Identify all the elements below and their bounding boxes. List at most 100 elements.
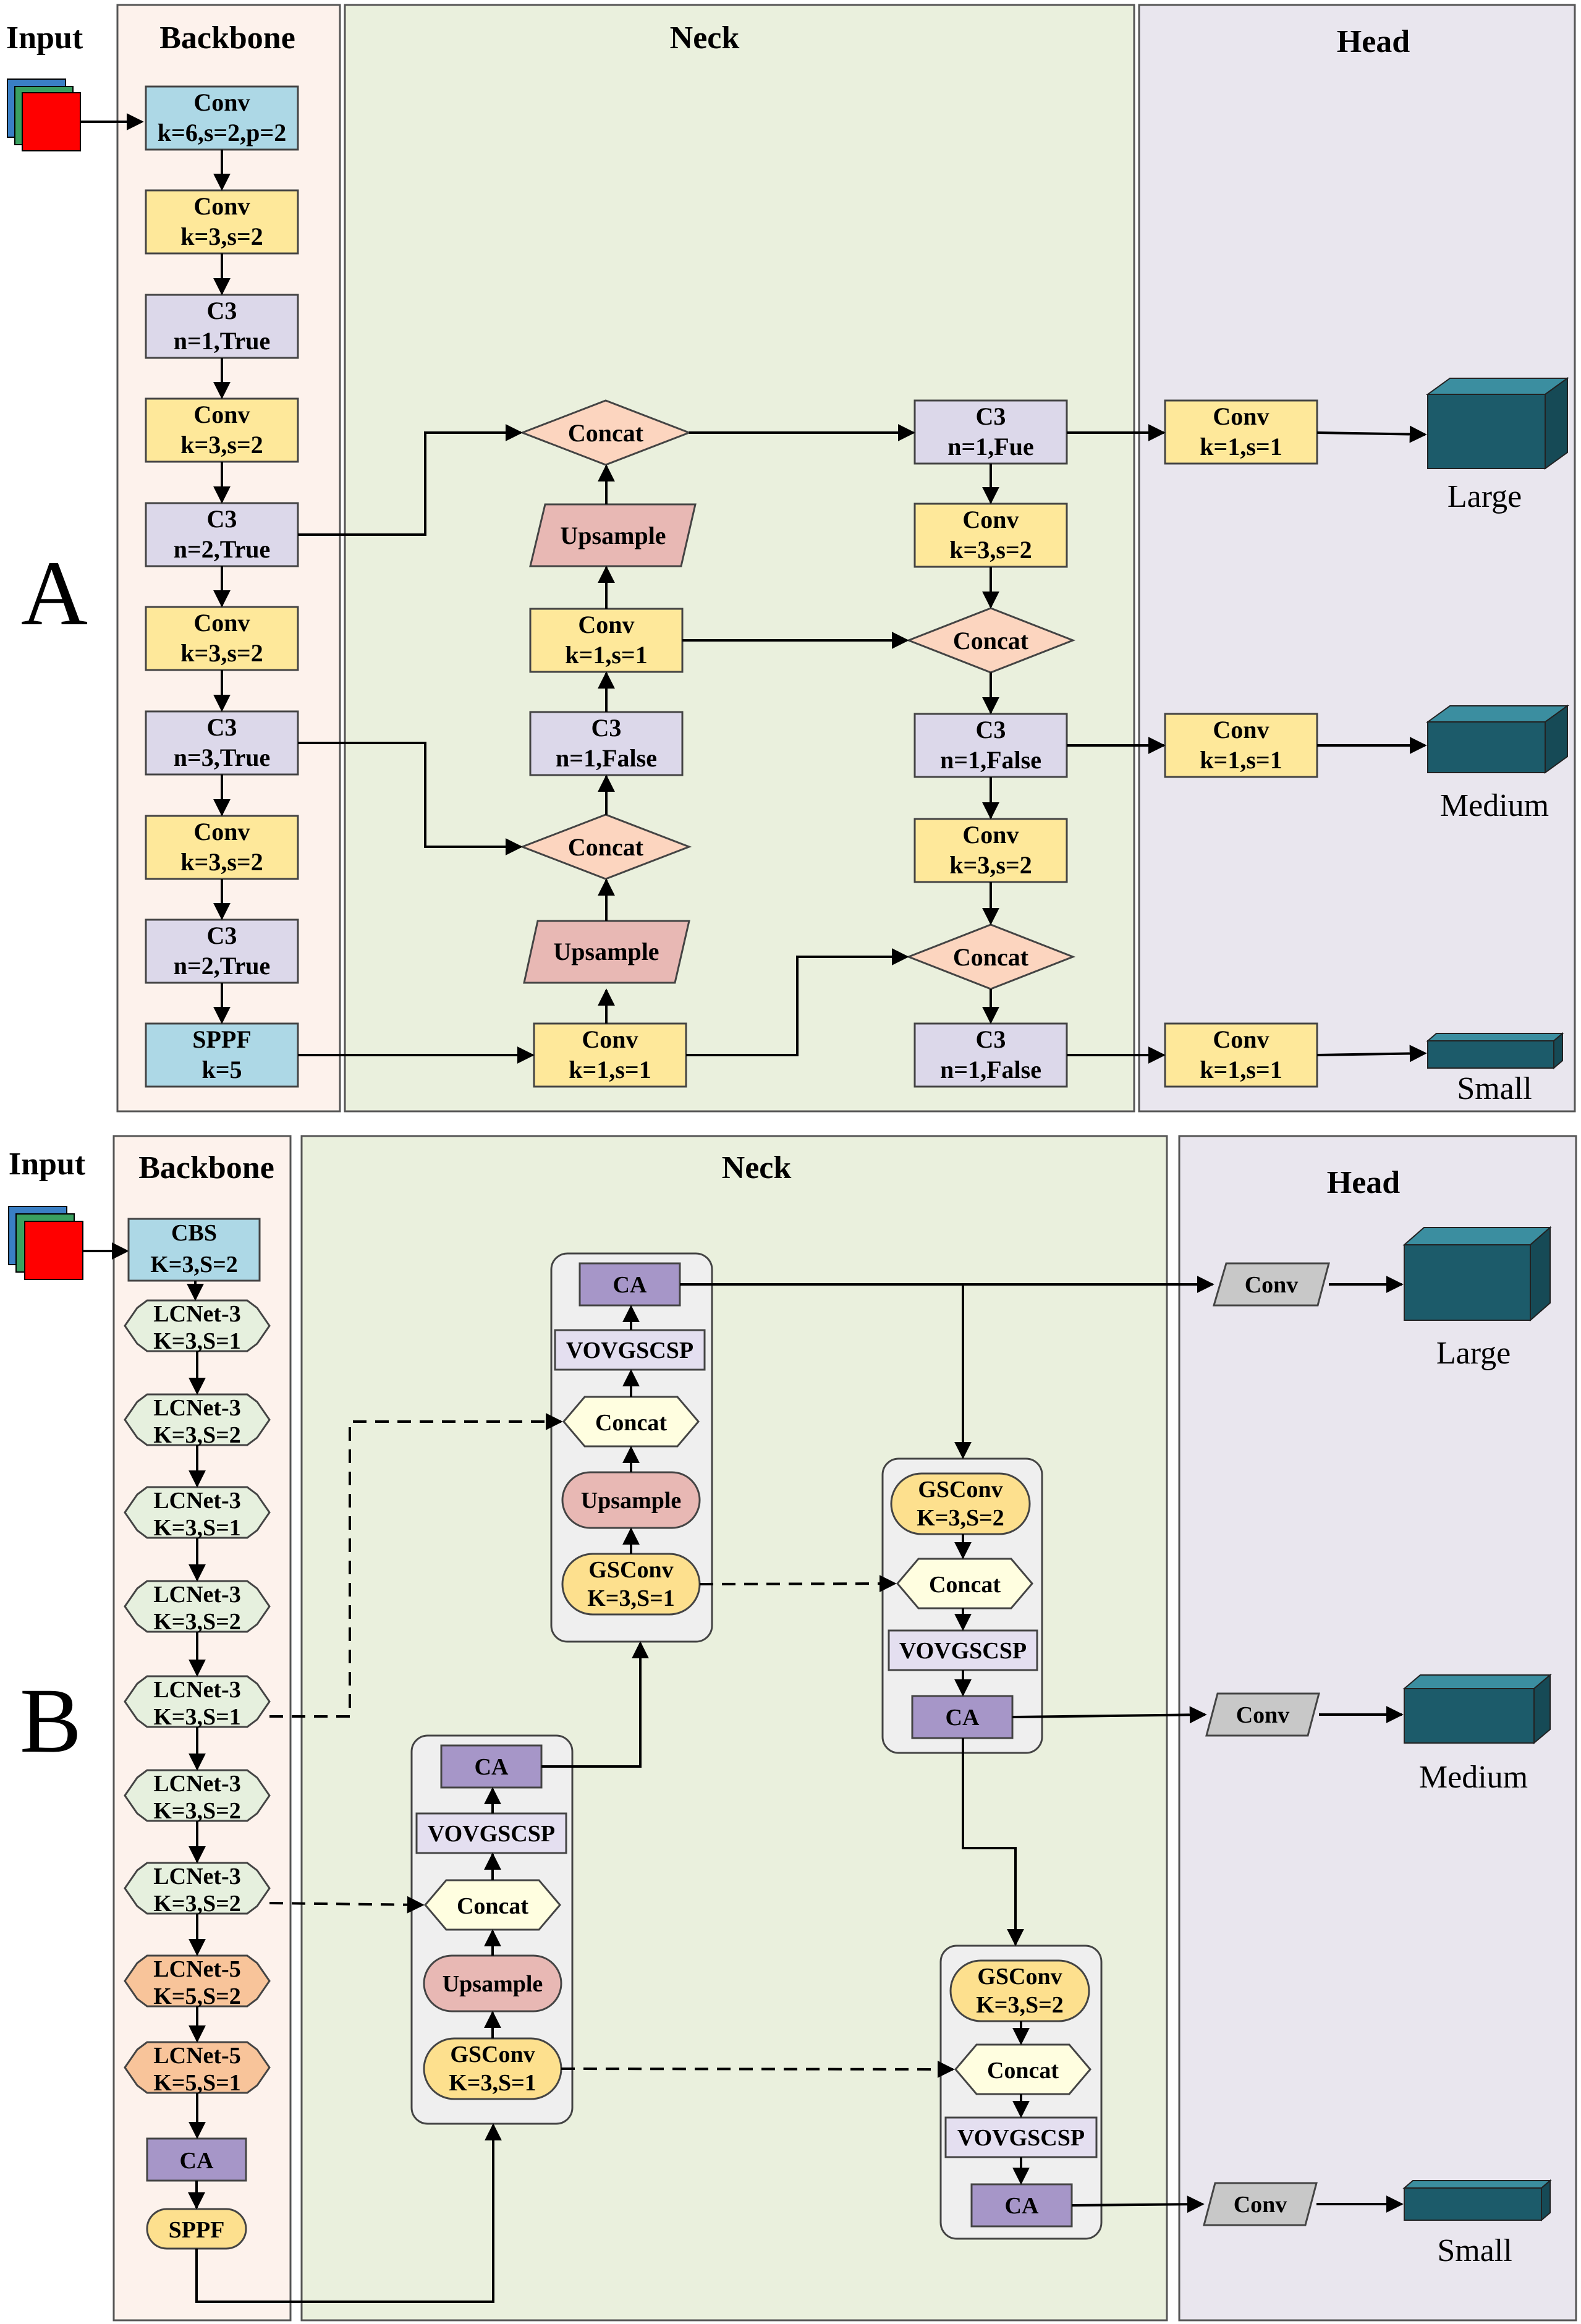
b-output-cube-small [1402,2179,1552,2222]
b-bb-2-param: K=3,S=2 [153,1422,241,1448]
panel-b-head-title: Head [1327,1165,1401,1200]
b-bb-4: LCNet-3 K=3,S=2 [124,1580,271,1635]
b-g2-ca: CA [440,1744,543,1789]
b-g1-gsconv-name: GSConv [588,1557,673,1583]
b-bb-5: LCNet-3 K=3,S=1 [124,1675,271,1730]
b-g1-ca: CA [579,1262,681,1307]
b-bb-8-name: LCNet-5 [153,1956,240,1982]
a-head-conv-small-name: Conv [1213,1025,1269,1053]
b-output-small-label: Small [1437,2233,1512,2268]
a-output-small-label: Small [1457,1071,1532,1106]
b-bb-8-param: K=5,S=2 [153,1983,241,2009]
b-bb-5-name: LCNet-3 [153,1677,240,1703]
panel-b-letter: B [20,1669,82,1772]
b-dashed-connections [269,1413,955,2078]
a-bb-6-param: n=3,True [174,744,271,771]
b-bb-0-name: CBS [171,1220,217,1246]
b-head-conv-medium-label: Conv [1236,1702,1290,1728]
a-bb-1-name: Conv [193,192,250,220]
a-concat-top-label: Concat [568,419,644,447]
a-output-cube-large [1425,377,1570,470]
b-bb-9-param: K=5,S=1 [153,2070,241,2096]
b-g3-gsconv: GSConv K=3,S=2 [890,1472,1031,1535]
a-bb-7-name: Conv [193,818,250,846]
b-bb-6-name: LCNet-3 [153,1771,240,1797]
b-g1-gsconv: GSConv K=3,S=1 [561,1553,701,1616]
b-g3-vov: VOVGSCSP [888,1629,1038,1671]
b-g4-gsconv-name: GSConv [977,1964,1062,1990]
panel-a: Input Backbone Neck Head A Conv k=6,s=2,… [6,4,1576,1113]
a-bb-5-name: Conv [193,609,250,637]
a-head-conv-large: Conv k=1,s=1 [1164,399,1318,465]
a-bb-1: Conv k=3,s=2 [145,189,299,255]
b-g3-vov-label: VOVGSCSP [899,1638,1027,1664]
a-bb-2-name: C3 [207,297,237,324]
a-output-cube-medium [1425,705,1570,774]
a-bb-6-name: C3 [207,713,237,741]
b-neck-group-4: GSConv K=3,S=2 Concat VOVGSCSP CA [939,1944,1103,2240]
b-bb-0: CBS K=3,S=2 [127,1218,261,1282]
a-upsample-top: Upsample [529,503,697,567]
a-bb-8-param: n=2,True [174,952,271,980]
a-concat-top: Concat [519,399,692,466]
a-bb-8: C3 n=2,True [145,918,299,984]
a-bb-7-param: k=3,s=2 [180,848,263,876]
a-concat-right-1: Concat [905,607,1076,674]
a-head-conv-small-param: k=1,s=1 [1200,1056,1282,1084]
b-head-conv-large-label: Conv [1245,1272,1299,1298]
b-bb-1: LCNet-3 K=3,S=1 [124,1299,271,1354]
a-conv-right-2-name: Conv [962,821,1019,849]
a-upsample-bot: Upsample [523,920,690,984]
a-output-large-label: Large [1447,479,1522,514]
b-head-conv-small-label: Conv [1234,2192,1287,2218]
panel-a-backbone-title: Backbone [159,20,295,56]
a-c3-mid: C3 n=1,False [529,711,684,776]
a-bb-3-param: k=3,s=2 [180,431,263,459]
a-c3-right-mid: C3 n=1,False [913,713,1068,778]
b-bb-7-name: LCNet-3 [153,1864,240,1889]
a-c3-mid-param: n=1,False [556,744,657,772]
a-c3-right-top-name: C3 [976,402,1006,430]
panel-b-input-label: Input [9,1147,86,1182]
panel-a-input-label: Input [6,20,83,56]
b-output-medium-label: Medium [1419,1760,1528,1795]
a-c3-right-mid-name: C3 [976,716,1006,744]
b-output-cube-medium [1402,1673,1552,1745]
a-bb-9-name: SPPF [192,1025,252,1053]
a-concat-right-2: Concat [905,923,1076,990]
a-conv-mid-param: k=1,s=1 [565,641,647,669]
b-g4-vov: VOVGSCSP [944,2116,1098,2158]
b-g3-ca-label: CA [946,1705,980,1731]
b-bb-sppf-label: SPPF [169,2217,225,2243]
a-c3-right-bot-param: n=1,False [940,1056,1041,1084]
a-concat-right-2-label: Concat [953,943,1029,971]
b-g2-gsconv-param: K=3,S=1 [449,2070,536,2096]
panel-b-backbone-title: Backbone [138,1150,274,1185]
b-bb-3-param: K=3,S=1 [153,1515,241,1541]
b-bb-0-param: K=3,S=2 [150,1252,238,1278]
b-head-conv-medium: Conv [1205,1692,1320,1737]
b-g1-vov-label: VOVGSCSP [566,1338,693,1363]
b-bb-1-name: LCNet-3 [153,1301,240,1327]
a-bb-2: C3 n=1,True [145,294,299,359]
b-bb-7-param: K=3,S=2 [153,1891,241,1917]
panel-a-letter: A [21,542,88,645]
a-bb-8-name: C3 [207,922,237,949]
a-bb-3: Conv k=3,s=2 [145,397,299,463]
b-neck-group-2: CA VOVGSCSP Concat Upsample GSConv K=3,S… [410,1734,574,2125]
b-bb-1-param: K=3,S=1 [153,1328,241,1354]
b-g3-ca: CA [911,1695,1014,1739]
b-g3-gsconv-param: K=3,S=2 [917,1505,1004,1531]
b-output-large-label: Large [1436,1336,1511,1371]
a-head-conv-medium: Conv k=1,s=1 [1164,713,1318,778]
b-bb-sppf: SPPF [146,2208,247,2250]
a-conv-right-1: Conv k=3,s=2 [913,503,1068,568]
a-upsample-top-label: Upsample [560,522,666,549]
b-g1-concat: Concat [562,1396,700,1448]
a-bb-5-param: k=3,s=2 [180,639,263,667]
b-connections [195,1276,1404,2303]
b-head-conv-large: Conv [1212,1262,1330,1307]
a-bb-4-param: n=2,True [174,535,271,563]
b-g1-upsample: Upsample [561,1471,701,1529]
panel-b-neck-title: Neck [722,1150,792,1185]
